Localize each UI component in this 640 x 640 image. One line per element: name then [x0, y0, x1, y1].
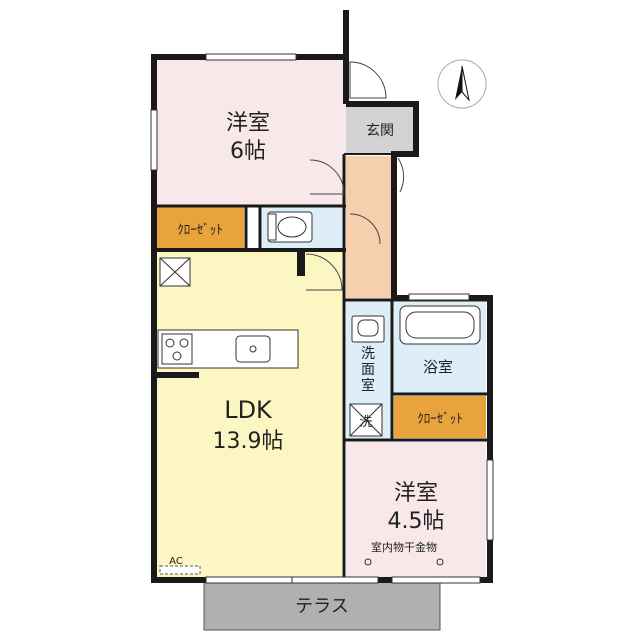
washroom-label-1: 洗 — [361, 346, 375, 362]
laundry-pan-icon — [159, 257, 191, 287]
closet-2-label: ｸﾛｰｾﾞｯﾄ — [417, 412, 463, 427]
western-room-2 — [346, 442, 486, 578]
western-room-1-name: 洋室 — [226, 111, 270, 136]
closet-2 — [394, 396, 486, 438]
washer-icon: 洗 — [349, 403, 383, 437]
entrance-label: 玄関 — [366, 122, 394, 139]
closet-1 — [154, 206, 244, 248]
western-room-2-size: 4.5帖 — [388, 509, 445, 534]
ldk-area — [154, 250, 342, 578]
washroom-label-2: 面 — [361, 362, 375, 378]
stove-icon — [161, 333, 193, 365]
western-room-1 — [154, 57, 346, 206]
svg-text:洗: 洗 — [359, 415, 372, 430]
windows — [150, 53, 494, 584]
bathtub-icon — [399, 305, 481, 345]
ac-unit — [159, 565, 201, 575]
washbasin-icon — [351, 315, 385, 343]
western-room-2-name: 洋室 — [394, 481, 438, 506]
western-room-1-size: 6帖 — [230, 139, 266, 164]
hallway — [346, 156, 394, 298]
drying-hardware-label: 室内物干金物 — [371, 540, 437, 554]
doors — [305, 61, 405, 291]
drying-hook-left — [364, 558, 372, 566]
terrace — [203, 581, 441, 631]
terrace-label: テラス — [295, 596, 349, 617]
toilet-icon — [267, 211, 313, 243]
ldk-name: LDK — [224, 396, 273, 424]
bathroom-label: 浴室 — [423, 358, 453, 376]
ldk-size: 13.9帖 — [213, 429, 284, 454]
entrance — [346, 104, 416, 154]
ac-label: AC — [169, 556, 183, 567]
drying-hook-right — [436, 558, 444, 566]
compass-north-icon — [437, 59, 487, 109]
washroom-label-3: 室 — [361, 377, 375, 394]
closet-1-label: ｸﾛｰｾﾞｯﾄ — [177, 223, 223, 238]
sink-icon — [235, 335, 271, 363]
